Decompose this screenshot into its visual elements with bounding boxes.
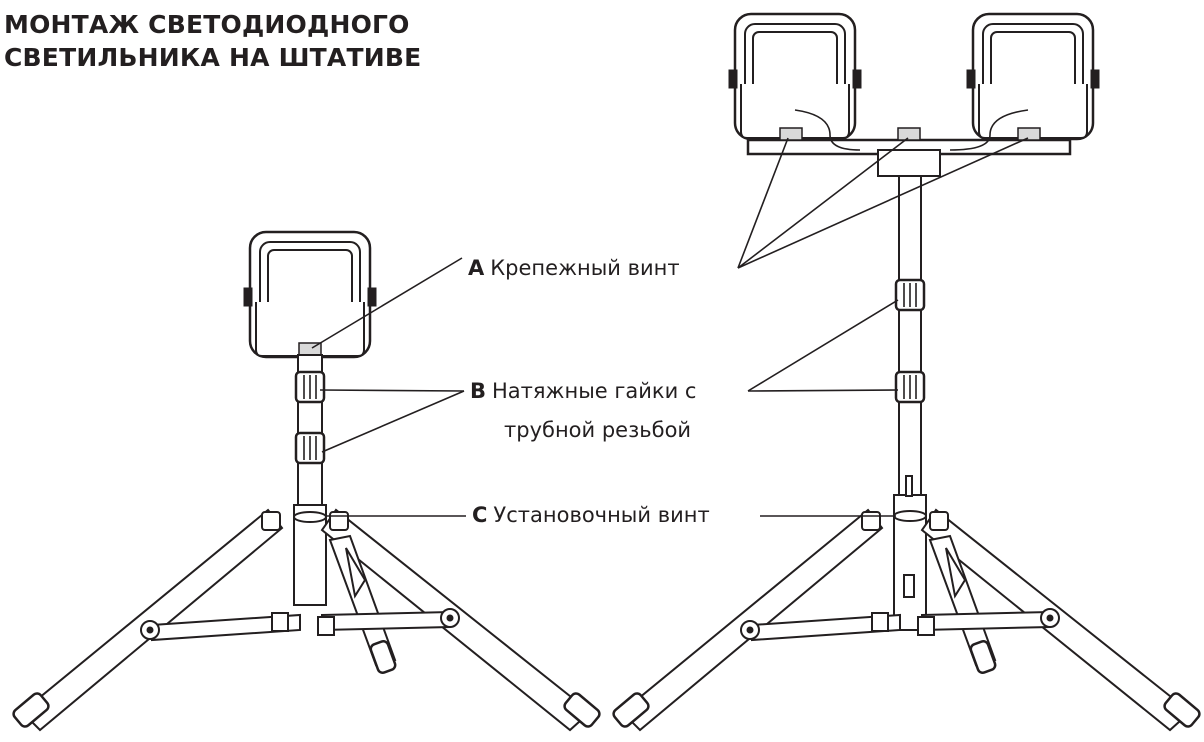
- leader-lines: [311, 137, 1029, 517]
- callout-b-letter: B: [470, 379, 487, 403]
- callout-b-text: Натяжные гайки с: [492, 379, 697, 403]
- title-line-2: СВЕТИЛЬНИКА НА ШТАТИВЕ: [4, 43, 422, 72]
- callout-c-text: Установочный винт: [493, 503, 710, 527]
- single-lamp-tripod: [12, 230, 601, 732]
- callout-b-line2: трубной резьбой: [504, 418, 692, 442]
- callout-a-text: Крепежный винт: [490, 256, 680, 280]
- diagram-title: МОНТАЖ СВЕТОДИОДНОГО СВЕТИЛЬНИКА НА ШТАТ…: [4, 8, 421, 74]
- single-lamp-head: [242, 230, 378, 359]
- right-tension-nut-lower: [894, 370, 926, 404]
- right-tension-nut-upper: [894, 278, 926, 312]
- left-tripod-legs: [12, 508, 601, 732]
- callout-c-letter: C: [472, 503, 488, 527]
- double-lamp-head: [727, 12, 1101, 177]
- title-line-1: МОНТАЖ СВЕТОДИОДНОГО: [4, 10, 410, 39]
- left-tension-nut-lower: [294, 431, 326, 465]
- callout-a-letter: A: [468, 256, 485, 280]
- double-lamp-tripod: [612, 12, 1201, 732]
- left-tension-nut-upper: [294, 370, 326, 404]
- right-tripod-legs: [612, 508, 1201, 732]
